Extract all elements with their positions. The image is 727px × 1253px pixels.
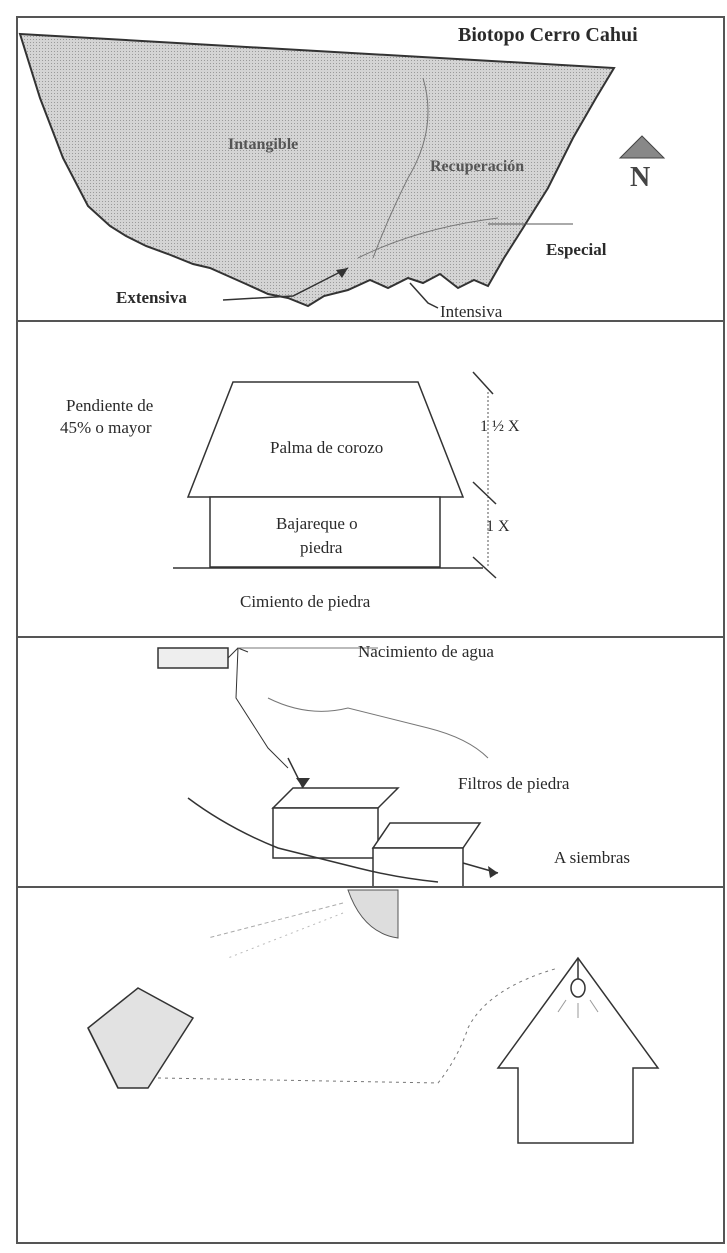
house-outline [496, 956, 660, 1144]
pipe-from-spring [227, 647, 289, 769]
terrain-line [187, 797, 439, 883]
zone-intensiva-label: Intensiva [440, 302, 503, 321]
zone-boundary-line-2 [357, 217, 499, 259]
solar-panel-shape [87, 987, 195, 1089]
map-title: Biotopo Cerro Cahui [458, 24, 638, 46]
slope-label-line2: 45% o mayor [60, 418, 152, 437]
stone-filters-label: Filtros de piedra [458, 774, 570, 793]
sun-shape [347, 889, 399, 939]
wire-line [157, 967, 559, 1084]
light-bulb-icon [570, 978, 586, 998]
wall-dimension-label: 1 X [486, 518, 510, 535]
roof-dimension-label: 1 ½ X [480, 418, 520, 435]
wall-material-label-line2: piedra [300, 538, 343, 557]
map-panel: Biotopo Cerro Cahui Intangible Recuperac… [16, 16, 725, 322]
wall-shape [209, 496, 441, 568]
zone-recuperacion-label: Recuperación [430, 158, 525, 175]
zone-extensiva-label: Extensiva [116, 288, 187, 307]
zone-intangible-label: Intangible [228, 136, 299, 153]
roof-shape [186, 381, 465, 498]
house-drawing [173, 371, 497, 579]
zone-boundary-line [372, 77, 429, 259]
intensiva-pointer [409, 282, 439, 309]
to-crops-label: A siembras [554, 848, 631, 867]
water-panel: Nacimiento de agua Filtros de piedra A s… [16, 636, 725, 888]
filter-box-1 [271, 787, 400, 809]
wall-material-label-line1: Bajareque o [276, 514, 358, 533]
extensiva-pointer [222, 267, 349, 301]
foundation-label: Cimiento de piedra [240, 592, 371, 611]
zone-especial-label: Especial [546, 240, 607, 259]
map-drawing [18, 32, 666, 309]
protected-area-shape [18, 32, 616, 308]
north-arrow-icon [618, 135, 666, 159]
spring-box [157, 647, 229, 669]
solar-drawing [87, 889, 660, 1144]
water-source-label: Nacimiento de agua [358, 642, 494, 661]
water-drawing [157, 647, 499, 886]
house-panel: Pendiente de 45% o mayor Palma de corozo… [16, 320, 725, 638]
stream-line [267, 697, 489, 759]
filter-box-2 [371, 822, 482, 849]
solar-panel [16, 886, 725, 1244]
roof-material-label: Palma de corozo [270, 438, 384, 457]
north-label: N [630, 162, 651, 193]
sun-ray-1 [207, 902, 344, 939]
sun-ray-2 [227, 912, 344, 959]
slope-label-line1: Pendiente de [66, 396, 154, 415]
